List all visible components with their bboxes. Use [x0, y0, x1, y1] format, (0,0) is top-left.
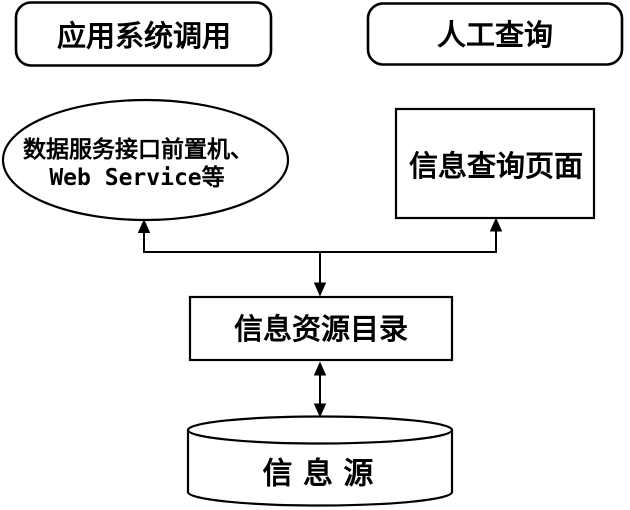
node-info-resource-catalog-label: 信息资源目录: [234, 312, 408, 346]
arrowhead-up-to-query-page: [489, 217, 503, 232]
node-info-resource-catalog: 信息资源目录: [188, 295, 454, 362]
node-info-source: 信 息 源: [186, 415, 454, 507]
node-manual-query: 人工查询: [366, 2, 624, 66]
node-info-source-label: 信 息 源: [263, 457, 374, 492]
node-info-resource-catalog-shape: [188, 295, 454, 362]
node-data-service-frontend-shape: [1, 98, 290, 222]
arrowhead-up-to-catalog: [313, 361, 327, 376]
node-data-service-frontend-label-line2: Web Service等: [49, 164, 224, 191]
node-info-source-body: [186, 430, 454, 507]
node-data-service-frontend: 数据服务接口前置机、 Web Service等: [1, 98, 290, 222]
arrowhead-up-to-ellipse: [137, 219, 151, 233]
node-info-query-page-label: 信息查询页面: [409, 149, 583, 183]
node-manual-query-shape: [366, 2, 624, 66]
node-info-source-top: [186, 415, 454, 445]
edge-branch-connector: [137, 217, 503, 297]
node-app-system-call-label: 应用系统调用: [57, 19, 231, 53]
node-app-system-call: 应用系统调用: [14, 1, 273, 67]
node-info-query-page-shape: [394, 107, 596, 220]
arrowhead-down-to-source: [313, 403, 327, 418]
node-info-query-page: 信息查询页面: [394, 107, 596, 220]
edge-catalog-source: [313, 361, 327, 418]
node-app-system-call-shape: [14, 1, 273, 67]
node-data-service-frontend-label-line1: 数据服务接口前置机、: [23, 136, 253, 163]
arrowhead-down-to-catalog: [313, 282, 327, 297]
node-manual-query-label: 人工查询: [437, 18, 553, 52]
